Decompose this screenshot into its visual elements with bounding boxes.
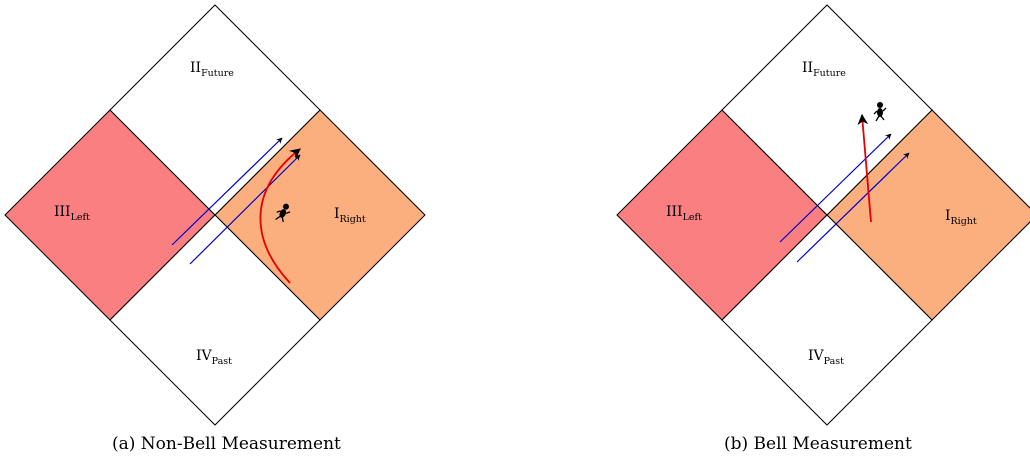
signal-line-upper-b — [779, 133, 892, 243]
caption-panel-b: (b) Bell Measurement — [724, 434, 912, 454]
region-future-a — [109, 4, 321, 216]
label-right-b: IRight — [945, 208, 977, 227]
label-future-a: IIFuture — [190, 60, 234, 79]
label-left-a: IIILeft — [54, 204, 90, 223]
caption-panel-a: (a) Non-Bell Measurement — [112, 434, 341, 454]
region-past-a — [109, 214, 321, 426]
label-right-a: IRight — [334, 206, 366, 225]
signal-line-upper-a — [171, 137, 283, 246]
region-future-b — [721, 4, 933, 216]
panel-b: IIFuture IVPast IIILeft IRight — [616, 4, 1030, 426]
observer-path-a — [259, 148, 301, 284]
region-past-b — [721, 214, 933, 426]
panel-a: IIFuture IVPast IIILeft IRight — [4, 4, 426, 426]
label-past-b: IVPast — [808, 348, 844, 367]
label-left-b: IIILeft — [666, 204, 702, 223]
label-past-a: IVPast — [196, 348, 232, 367]
signal-line-lower-a — [189, 154, 301, 265]
label-future-b: IIFuture — [802, 60, 846, 79]
signal-line-lower-b — [796, 152, 910, 263]
observer-path-b — [857, 113, 872, 223]
